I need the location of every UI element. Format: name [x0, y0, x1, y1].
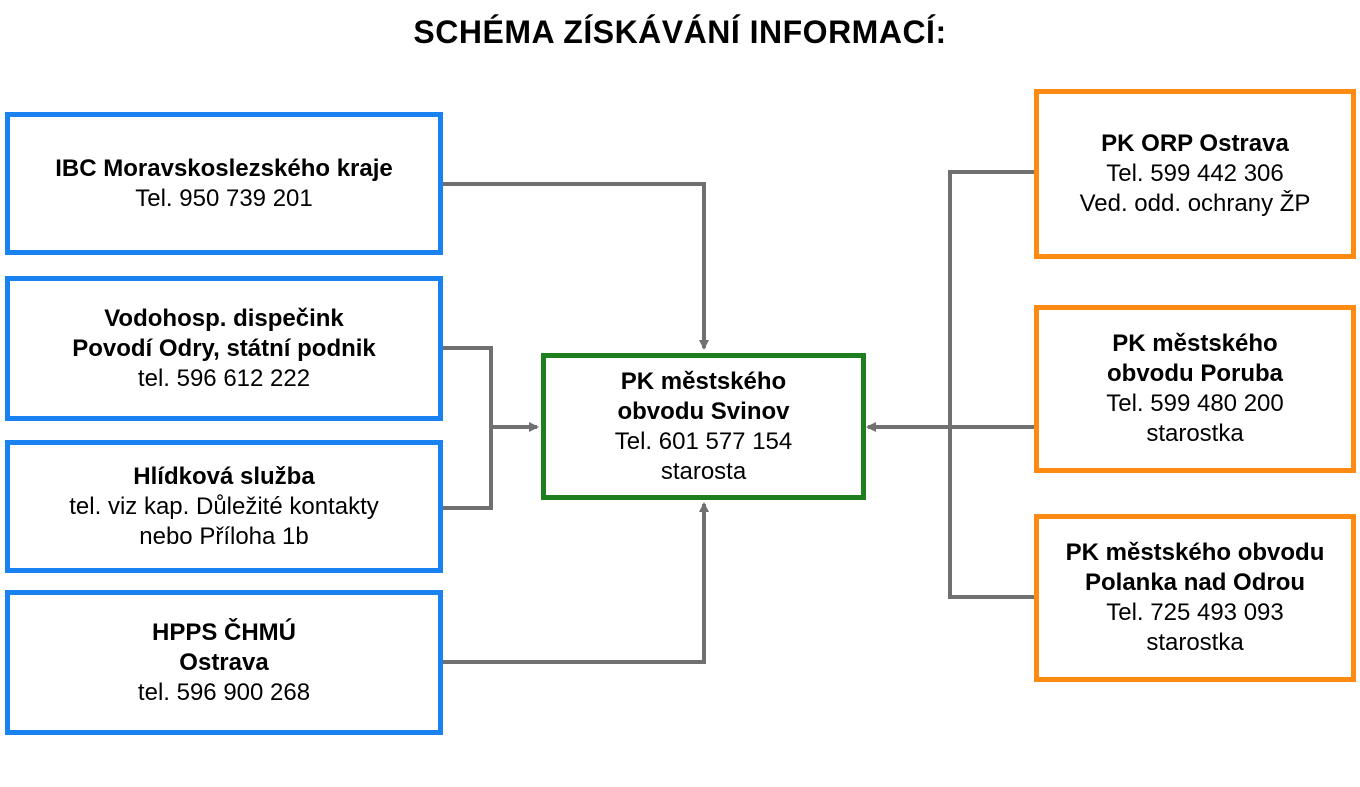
box-phone: Tel. 950 739 201 [135, 184, 313, 212]
center-box-svinov: PK městského obvodu Svinov Tel. 601 577 … [541, 353, 866, 500]
box-heading: PK městského obvodu [1065, 539, 1325, 566]
box-heading: HPPS ČHMÚ [151, 618, 296, 646]
source-box-poruba: PK městského obvodu Poruba Tel. 599 480 … [1034, 305, 1356, 473]
source-box-polanka: PK městského obvodu Polanka nad Odrou Te… [1034, 514, 1356, 682]
box-text-2: nebo Příloha 1b [139, 522, 309, 550]
box-phone: Tel. 599 480 200 [1106, 390, 1284, 417]
box-heading: PK ORP Ostrava [1101, 130, 1289, 157]
box-heading: PK městského [1112, 330, 1278, 357]
source-box-orp-ostrava: PK ORP Ostrava Tel. 599 442 306 Ved. odd… [1034, 89, 1356, 259]
box-heading: IBC Moravskoslezského kraje [55, 154, 393, 182]
box-heading-2: Ostrava [179, 648, 269, 676]
source-box-ibc: IBC Moravskoslezského kraje Tel. 950 739… [5, 112, 443, 255]
box-role: starostka [1146, 629, 1244, 656]
box-phone: tel. 596 612 222 [137, 364, 311, 392]
source-box-vodohosp: Vodohosp. dispečink Povodí Odry, státní … [5, 276, 443, 421]
center-phone: Tel. 601 577 154 [614, 427, 793, 455]
source-box-hpps: HPPS ČHMÚ Ostrava tel. 596 900 268 [5, 590, 443, 735]
diagram-title: SCHÉMA ZÍSKÁVÁNÍ INFORMACÍ: [413, 14, 947, 50]
connector-vodohosp [442, 346, 493, 510]
box-heading-2: Polanka nad Odrou [1084, 569, 1306, 596]
connector-right-bracket [948, 170, 1036, 599]
box-role: Ved. odd. ochrany ŽP [1079, 190, 1311, 217]
center-heading-2: obvodu Svinov [617, 397, 790, 425]
box-heading: Vodohosp. dispečink [104, 304, 344, 332]
box-heading: Hlídková služba [133, 462, 315, 490]
connector-hpps [442, 502, 709, 664]
box-phone: Tel. 725 493 093 [1106, 599, 1284, 626]
box-heading-2: Povodí Odry, státní podnik [72, 334, 376, 362]
box-phone: tel. 596 900 268 [137, 678, 311, 706]
box-phone: Tel. 599 442 306 [1106, 160, 1284, 187]
source-box-hlidkova: Hlídková služba tel. viz kap. Důležité k… [5, 440, 443, 573]
center-role: starosta [660, 457, 747, 485]
box-text: tel. viz kap. Důležité kontakty [69, 492, 379, 520]
box-role: starostka [1146, 420, 1244, 447]
connector-ibc [442, 182, 709, 350]
box-heading-2: obvodu Poruba [1107, 360, 1283, 387]
center-heading: PK městského [620, 367, 787, 395]
